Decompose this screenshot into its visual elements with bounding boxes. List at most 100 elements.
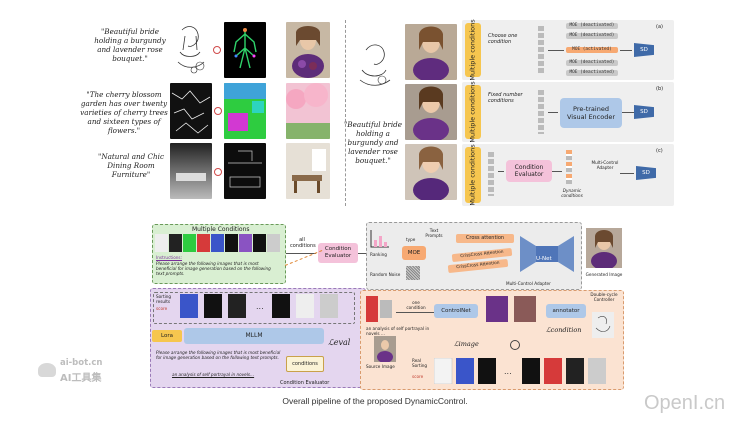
- moe-node: MOE: [402, 246, 426, 260]
- bride-sketch-image: [352, 40, 396, 90]
- plus-icon: [214, 168, 222, 176]
- sorting-results-box: [153, 292, 355, 324]
- unet-block: [520, 236, 574, 272]
- arrow: [286, 253, 316, 254]
- multiple-conditions-label-a: Multiple conditions: [465, 19, 481, 81]
- multiple-conditions-title: Multiple Conditions: [192, 226, 250, 233]
- depth-condition-image: [170, 143, 212, 199]
- all-conditions-text: all conditions: [290, 237, 316, 249]
- arrow: [498, 171, 504, 172]
- multiple-conditions-label-c: Multiple conditions: [465, 144, 481, 206]
- condition-evaluator-box: Condition Evaluator: [506, 160, 552, 182]
- pretrained-visual-encoder: Pre-trained Visual Encoder: [560, 98, 622, 128]
- edge-condition-image: [170, 83, 212, 139]
- condition-stack: [488, 152, 494, 196]
- watermark-right: OpenI.cn: [644, 392, 726, 414]
- sorting-results-text: Sorting results: [156, 294, 172, 304]
- condition-stack: [538, 26, 544, 74]
- arrow: [620, 173, 634, 174]
- arrow: [622, 112, 634, 113]
- arrow: [548, 112, 558, 113]
- controlnet-outputs: [486, 296, 536, 322]
- figure-caption: Overall pipeline of the proposed Dynamic…: [282, 396, 468, 406]
- text-prompts-text: Text Prompts: [425, 228, 443, 238]
- plus-icon: [213, 46, 221, 54]
- dining-room-photo: [286, 143, 330, 199]
- arrow: [548, 50, 564, 51]
- arrow: [396, 312, 434, 313]
- quote-dining: "Natural and Chic Dining Room Furniture": [98, 152, 164, 179]
- moe-deactivated: MOE (deactivated): [566, 33, 618, 39]
- condition-stack: [538, 90, 544, 134]
- segmentation-condition-image: [224, 83, 266, 139]
- real-sorting-text: Real Sorting: [412, 358, 428, 368]
- bride-output-b: [405, 84, 457, 140]
- watermark-left-top: ai-bot.cn: [60, 358, 103, 368]
- unet-label: U-Net: [536, 256, 552, 262]
- condition-thumb-pair: [366, 296, 392, 322]
- moe-deactivated: MOE (deactivated): [566, 70, 618, 76]
- annotated-condition-thumb: [592, 312, 614, 338]
- type-text: type: [406, 237, 416, 242]
- bride-photo: [286, 22, 330, 78]
- random-noise-text: Random Noise: [370, 272, 401, 277]
- fixed-number-conditions-text: Fixed number conditions: [488, 92, 523, 104]
- one-condition-text: one condition: [406, 300, 426, 310]
- watermark-left-bottom: AI工具集: [60, 373, 102, 384]
- quote-bride-middle: "Beautiful bride holding a burgundy and …: [344, 120, 403, 165]
- l-eval: ℒeval: [328, 338, 351, 347]
- moe-deactivated: MOE (deactivated): [566, 60, 618, 66]
- divider: [345, 20, 346, 206]
- panel-tag-a: (a): [656, 24, 663, 30]
- svg-text:...: ...: [504, 367, 512, 376]
- instructions-text: Please arrange the following images that…: [156, 261, 271, 276]
- choose-one-condition-text: Choose one condition: [488, 33, 518, 45]
- panel-tag-b: (b): [656, 86, 664, 92]
- l-image: ℒimage: [454, 340, 479, 348]
- sd-block-c: SD: [636, 166, 656, 180]
- generated-image-text: Generated Image: [585, 272, 623, 277]
- plus-icon: [214, 107, 222, 115]
- dynamic-conditions-text: Dynamic conditions: [561, 188, 583, 198]
- arrow: [358, 253, 368, 254]
- source-image: [374, 336, 396, 362]
- moe-deactivated: MOE (deactivated): [566, 23, 618, 29]
- cross-attention-node: Cross attention: [456, 234, 514, 243]
- prompt-text: Please arrange the following images that…: [156, 350, 281, 360]
- multi-control-adapter-caption: Multi-Control Adapter: [506, 281, 551, 286]
- logo-icon: [38, 363, 56, 377]
- score-text: score: [156, 306, 168, 311]
- arrow: [620, 50, 632, 51]
- bride-output-c: [405, 144, 457, 200]
- conditions-node: conditions: [286, 356, 324, 372]
- arrow: [552, 171, 562, 172]
- svg-text:...: ...: [256, 302, 264, 311]
- condition-thumbnails: [155, 234, 280, 252]
- quote-bride: "Beautiful bride holding a burgundy and …: [94, 27, 166, 63]
- condition-evaluator-caption: Condition Evaluator: [280, 380, 330, 386]
- sketch-condition-image: [170, 22, 210, 78]
- multi-control-adapter-text: Multi-Control Adapter: [591, 160, 619, 170]
- ranking-chart-icon: [370, 230, 389, 248]
- bride-output-a: [405, 24, 457, 80]
- generated-image: [586, 228, 622, 268]
- multiple-conditions-label-b: Multiple conditions: [465, 81, 481, 143]
- cherry-garden-photo: [286, 83, 330, 139]
- quote-cherry: "The cherry blossom garden has over twen…: [80, 90, 168, 135]
- mllm-node: MLLM: [184, 328, 324, 344]
- sum-node-icon: [510, 340, 520, 350]
- real-score-text: score: [412, 374, 424, 379]
- hed-condition-image: [224, 143, 266, 199]
- noise-image: [406, 266, 420, 280]
- controlnet-node: ControlNet: [434, 304, 478, 318]
- analysis-text: an analysis of self portrayal in novels …: [366, 326, 430, 336]
- real-sorting-thumbnails: ...: [434, 358, 606, 384]
- double-cycle-controller-text: Double-cycle Controller: [590, 292, 618, 302]
- ranking-text: Ranking: [370, 252, 387, 257]
- instructions-label: Instructions:: [156, 255, 183, 260]
- lora-node: Lora: [152, 330, 182, 342]
- sorted-condition-thumbnails: ...: [180, 294, 338, 318]
- dynamic-condition-stack: [566, 150, 572, 186]
- pose-condition-image: [224, 22, 266, 78]
- annotator-node: annotator: [546, 304, 586, 318]
